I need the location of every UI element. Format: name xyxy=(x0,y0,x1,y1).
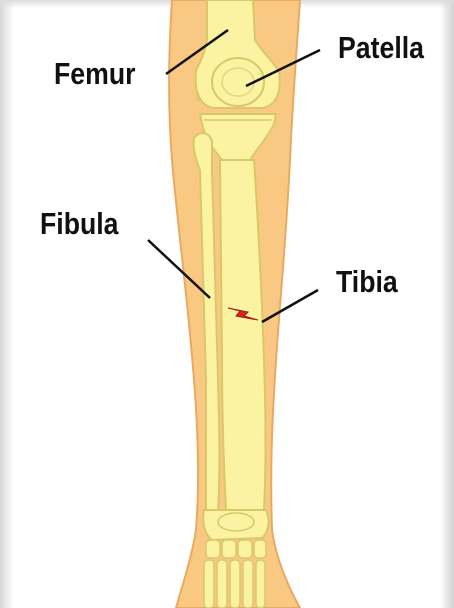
femur-label: Femur xyxy=(54,58,135,89)
tibia-label: Tibia xyxy=(336,266,398,297)
patella-label: Patella xyxy=(338,32,424,63)
fibula-label: Fibula xyxy=(40,208,119,239)
foot-bones xyxy=(204,540,266,608)
talus-bone xyxy=(218,513,254,531)
